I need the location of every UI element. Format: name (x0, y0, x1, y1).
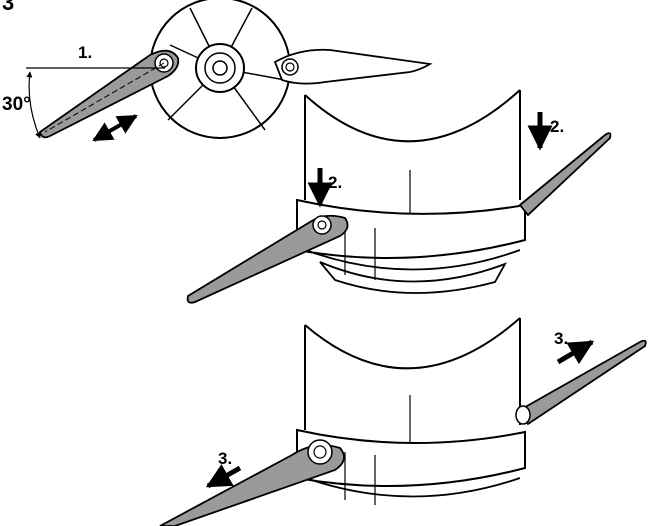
outward-arrow-icon (556, 339, 595, 365)
panel-disc-detail: 30° 1. (2, 0, 433, 142)
step-2-label-right: 2. (550, 117, 564, 136)
step-1-label: 1. (78, 43, 92, 62)
step-2-label-left: 2. (328, 173, 342, 192)
step-3-label-right: 3. (554, 329, 568, 348)
blade-right-top (273, 48, 433, 85)
motor-housing (304, 317, 521, 370)
outward-arrow-icon (205, 464, 242, 489)
blade-right-mid (518, 132, 612, 217)
blade-right-bottom (518, 339, 647, 426)
base-ring (296, 428, 526, 487)
angle-arc (26, 71, 41, 139)
double-arrow-icon (92, 114, 138, 142)
figure-number: 3 (2, 0, 14, 15)
panel-blade-remove: 3. 3. (159, 317, 647, 526)
base-ring (296, 198, 526, 259)
blade-left-tilted (38, 49, 180, 139)
motor-housing (304, 89, 521, 143)
blade-left-mid (186, 214, 349, 304)
step-3-label-left: 3. (218, 449, 232, 468)
angle-label: 30° (2, 94, 31, 115)
panel-blade-insert: 2. 2. (186, 89, 612, 304)
